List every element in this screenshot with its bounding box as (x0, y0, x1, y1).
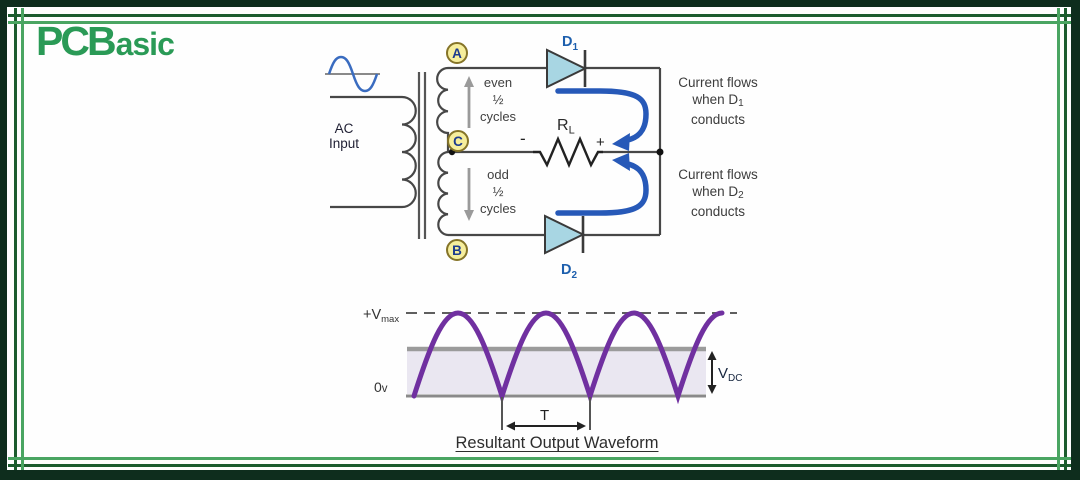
current-flow-note-d1: Current flows when D1 conducts (678, 75, 758, 127)
load-minus-sign: - (520, 129, 526, 148)
ac-sine-icon (325, 55, 380, 93)
node-c-label: C (453, 134, 463, 149)
even-half-cycles-label: even ½ cycles (479, 75, 517, 124)
output-waveform-plot: +Vmax 0v VDC T (363, 307, 742, 431)
waveform-caption: Resultant Output Waveform (455, 434, 659, 452)
peak-voltage-label: +Vmax (363, 307, 399, 325)
frame-rule-dark-bottom (8, 464, 1072, 467)
diode-d1-label: D1 (562, 34, 578, 53)
node-a-label: A (452, 46, 462, 61)
brand-logo-rest: asic (115, 26, 175, 62)
diode-d1 (546, 48, 588, 89)
frame-rule-light-top (8, 21, 1072, 24)
load-resistor-label: RL (557, 117, 575, 137)
load-resistor (533, 135, 603, 169)
output-junction-dot (656, 148, 664, 156)
frame-rule-dark-left (14, 8, 17, 472)
frame-rule-light-left (21, 8, 24, 472)
node-c-badge: C (447, 130, 469, 152)
node-b-badge: B (446, 239, 468, 261)
dc-band-shading (407, 351, 706, 394)
transformer-secondary-winding (436, 66, 450, 237)
current-flow-note-d2: Current flows when D2 conducts (678, 167, 758, 219)
rectified-sine-trace (411, 310, 725, 405)
zero-volt-label: 0v (374, 379, 388, 395)
frame-rule-light-bottom (8, 457, 1072, 460)
even-half-cycle-arrow-icon (464, 76, 474, 128)
brand-logo-bold: PCB (36, 18, 117, 64)
diode-d2 (544, 214, 586, 255)
load-plus-sign: + (596, 134, 605, 151)
transformer-core (417, 72, 427, 239)
transformer-primary-winding (330, 95, 417, 209)
node-a-badge: A (446, 42, 468, 64)
period-label: T (540, 407, 549, 424)
odd-half-cycles-label: odd ½ cycles (479, 167, 517, 216)
odd-half-cycle-arrow-icon (464, 168, 474, 221)
current-flow-arrow-d2 (555, 153, 649, 216)
ac-input-label: AC Input (328, 121, 360, 151)
diode-d2-label: D2 (561, 262, 577, 281)
current-flow-arrow-d1 (555, 88, 649, 151)
period-arrow-icon (506, 421, 586, 431)
vdc-arrow-icon (707, 351, 717, 394)
frame-rule-dark-top (8, 14, 1072, 17)
frame-rule-dark-right (1064, 8, 1067, 472)
vdc-label: VDC (718, 365, 742, 384)
node-b-label: B (452, 243, 462, 258)
frame-rule-light-right (1057, 8, 1060, 472)
